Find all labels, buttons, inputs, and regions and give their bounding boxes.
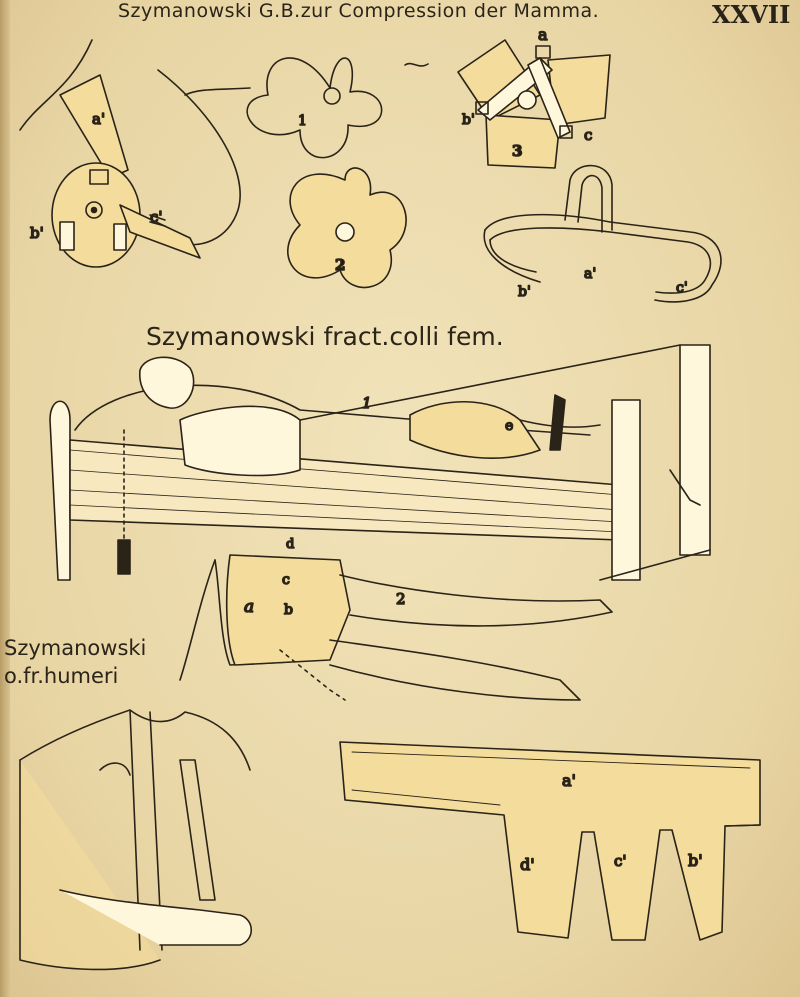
label-leg-a: a bbox=[244, 597, 254, 617]
label-pattern-b: b' bbox=[688, 851, 703, 870]
leg-figure bbox=[179, 554, 613, 701]
label-strap-b: b' bbox=[518, 284, 531, 300]
label-leg-b: b bbox=[284, 602, 293, 618]
assembled-piece-3 bbox=[457, 39, 611, 169]
caption-fract-colli-fem: Szymanowski fract.colli fem. bbox=[146, 322, 504, 351]
mamma-bandage-figure bbox=[19, 39, 241, 268]
strap-figure bbox=[483, 164, 722, 303]
label-piece-b: b' bbox=[462, 112, 475, 128]
caption-humeri-line1: Szymanowski bbox=[4, 636, 147, 660]
label-mamma-c: c' bbox=[150, 208, 163, 226]
label-piece-3: 3 bbox=[512, 142, 522, 160]
humerus-bandage-figure bbox=[19, 709, 253, 971]
label-bed-1: 1 bbox=[362, 394, 372, 412]
caption-mamma: Szymanowski G.B.zur Compression der Mamm… bbox=[118, 0, 600, 22]
label-bed-e: e bbox=[505, 418, 513, 434]
petal-piece-2 bbox=[287, 167, 407, 289]
label-strap-c: c' bbox=[676, 280, 688, 296]
page-binding bbox=[0, 0, 10, 997]
label-piece-2: 2 bbox=[335, 256, 345, 274]
plate-number: XXVII bbox=[712, 0, 791, 29]
label-mamma-b: b' bbox=[30, 224, 44, 242]
label-piece-a: a bbox=[538, 25, 548, 44]
label-strap-a: a' bbox=[584, 266, 596, 282]
caption-humeri-line2: o.fr.humeri bbox=[4, 664, 119, 688]
label-piece-c: c bbox=[584, 126, 592, 144]
label-leg-d: d bbox=[286, 537, 294, 552]
label-pattern-a: a' bbox=[562, 771, 576, 790]
label-piece-1: 1 bbox=[298, 113, 307, 129]
bandage-pattern bbox=[339, 741, 761, 941]
label-pattern-c: c' bbox=[614, 852, 627, 870]
label-pattern-d: d' bbox=[520, 855, 535, 874]
label-mamma-a: a' bbox=[92, 110, 105, 128]
label-leg-2: 2 bbox=[396, 590, 406, 608]
petal-piece-1 bbox=[246, 57, 383, 159]
bed-figure bbox=[49, 344, 711, 581]
label-leg-c: c bbox=[282, 572, 290, 588]
